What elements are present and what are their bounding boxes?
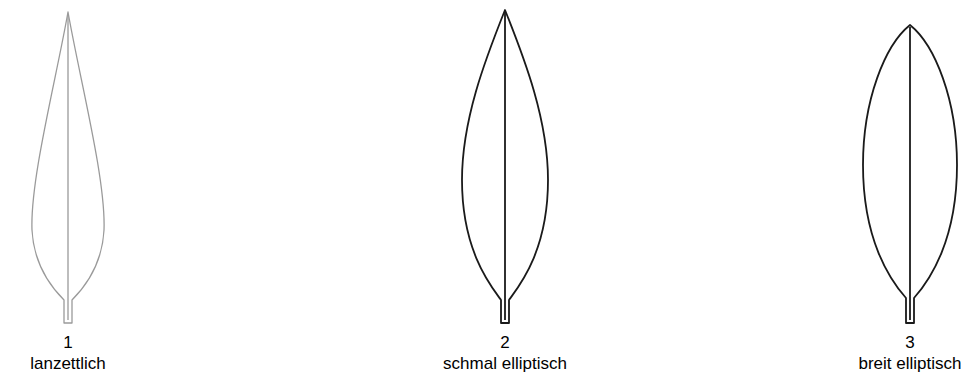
leaf-midrib <box>909 27 911 320</box>
shape-label: schmal elliptisch <box>443 354 567 373</box>
leaf-outline <box>863 25 957 323</box>
shape-label: lanzettlich <box>30 354 106 373</box>
leaf-midrib <box>67 14 68 320</box>
leaf-lanceolate <box>32 12 104 323</box>
leaf-outline <box>32 12 104 323</box>
leaf-narrow-elliptic <box>462 10 548 323</box>
leaf-midrib <box>504 12 506 320</box>
leaf-broad-elliptic <box>863 25 957 323</box>
leaf-outline <box>462 10 548 323</box>
callout-number: 1 <box>63 333 72 352</box>
callout-number: 3 <box>905 333 914 352</box>
callout-number: 2 <box>500 333 509 352</box>
shape-label: breit elliptisch <box>859 354 962 373</box>
